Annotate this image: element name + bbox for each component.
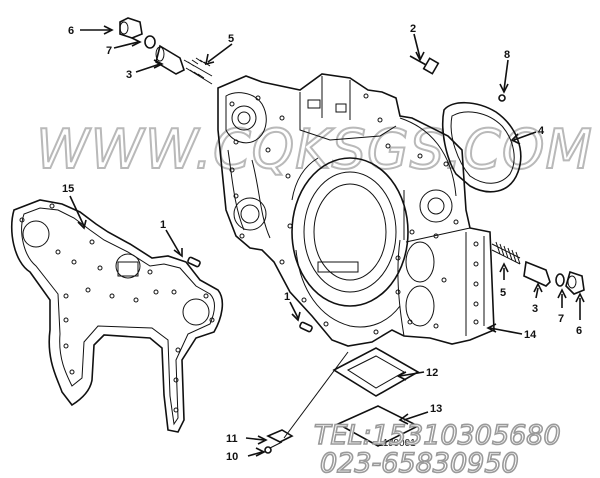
watermark-phone: 023-65830950 (320, 448, 519, 478)
callout-1-upper: 1 (160, 219, 166, 231)
callout-5-lower: 5 (500, 287, 506, 299)
callout-10: 10 (226, 451, 238, 463)
callout-11: 11 (226, 433, 238, 445)
callout-3-upper: 3 (126, 69, 132, 81)
watermark-site: WWW.CQKSGS.COM (36, 118, 593, 181)
cover-gasket-part-12 (332, 347, 420, 397)
callout-12: 12 (426, 367, 438, 379)
callout-labels: 6 7 3 5 2 8 4 15 1 1 5 3 7 6 14 12 13 11… (62, 23, 582, 463)
callout-7-upper: 7 (106, 45, 112, 57)
callout-5-upper: 5 (228, 33, 234, 45)
screw-part-8 (498, 94, 506, 102)
callout-8: 8 (504, 49, 510, 61)
callout-4: 4 (538, 125, 545, 137)
gear-housing-part-14 (217, 73, 495, 347)
cover-plate-part-4 (441, 101, 522, 193)
bolt-part-2 (409, 55, 440, 75)
callout-14: 14 (524, 329, 537, 341)
callout-6-upper: 6 (68, 25, 74, 37)
drawing-code: 11J0001 (378, 438, 416, 449)
gasket-bolt-holes (19, 203, 215, 413)
plug-assembly-upper (119, 17, 213, 85)
callout-7-lower: 7 (558, 313, 564, 325)
callout-6-lower: 6 (576, 325, 582, 337)
housing-bolt-holes (229, 93, 479, 335)
plug-assembly-lower (491, 241, 585, 295)
callout-1-lower: 1 (284, 291, 290, 303)
leader-lines (69, 25, 585, 457)
bolt-washer-parts-10-11 (264, 429, 294, 454)
callout-2: 2 (410, 23, 416, 35)
cover-plate-part-13 (336, 405, 420, 447)
callout-3-lower: 3 (532, 303, 538, 315)
watermark-tel: TEL:15310305680 (314, 420, 561, 451)
dowel-pins-part-1 (187, 256, 313, 333)
gasket-part-15 (10, 199, 224, 433)
callout-13: 13 (430, 403, 442, 415)
callout-15: 15 (62, 183, 74, 195)
